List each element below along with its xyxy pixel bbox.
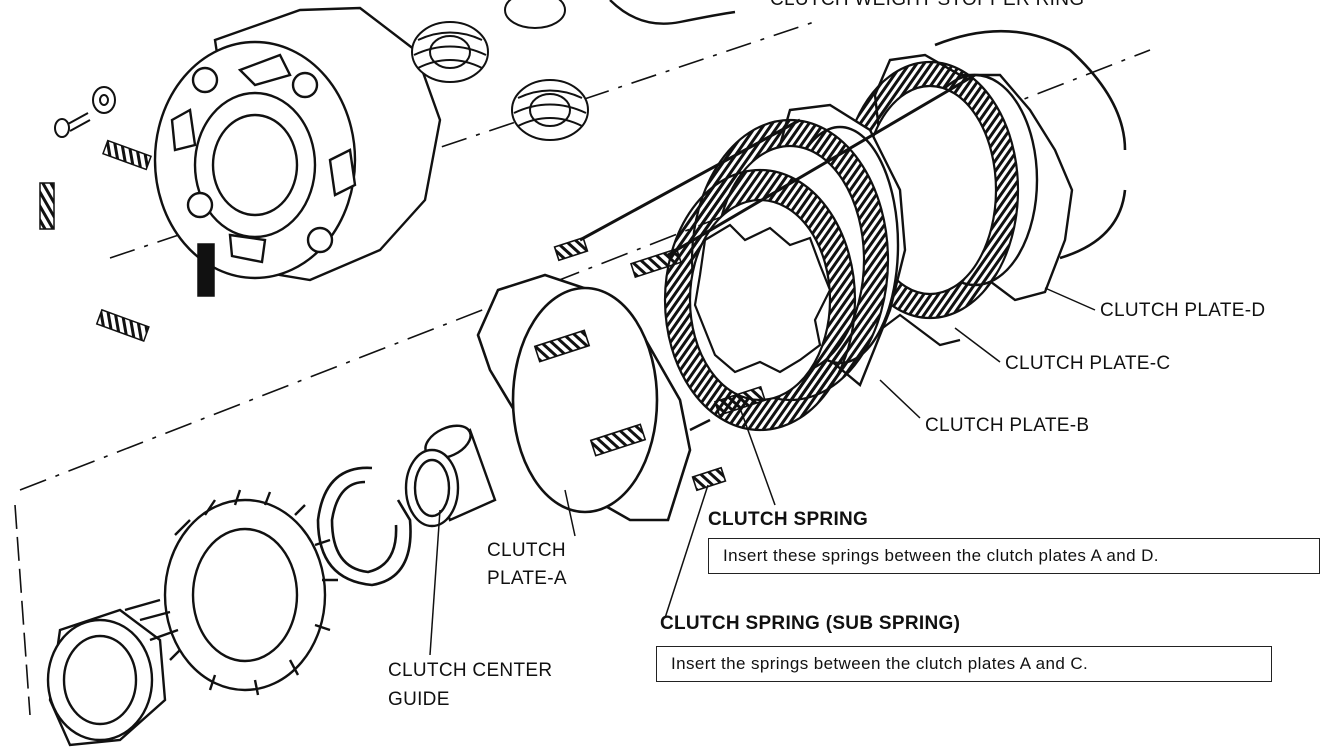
clutch-friction-disc [663, 168, 857, 432]
clutch-snap-ring [316, 466, 412, 587]
plate-d-label: CLUTCH PLATE-D [1100, 300, 1266, 321]
screw-and-washer [54, 86, 116, 138]
clutch-weight-springs [411, 0, 589, 141]
stopper-ring-label: CLUTCH WEIGHT STOPPER RING [770, 0, 1084, 12]
clutch-weight-stopper-ring [609, 0, 736, 25]
plate-b-label: CLUTCH PLATE-B [925, 415, 1090, 436]
clutch-springs [533, 73, 976, 492]
clutch-outer-snap-ring [934, 29, 1127, 260]
plate-a-label-line1: CLUTCH [487, 540, 566, 561]
plate-c-label: CLUTCH PLATE-C [1005, 353, 1171, 374]
clutch-drum [153, 6, 442, 282]
plate-a-label-line2: PLATE-A [487, 568, 567, 589]
clutch-center-hub [163, 489, 338, 696]
sub-spring-label: CLUTCH SPRING (SUB SPRING) [660, 613, 961, 634]
clutch-center-guide [404, 424, 497, 528]
clutch-spring-note: Insert these springs between the clutch … [708, 538, 1320, 574]
center-guide-label-line2: GUIDE [388, 689, 450, 710]
leader-lines [429, 287, 1096, 656]
small-springs-left [39, 139, 215, 343]
clutch-spring-label: CLUTCH SPRING [708, 509, 869, 530]
sub-spring-note: Insert the springs between the clutch pl… [656, 646, 1272, 682]
center-guide-label-line1: CLUTCH CENTER [388, 660, 553, 681]
primary-gear [46, 598, 179, 747]
